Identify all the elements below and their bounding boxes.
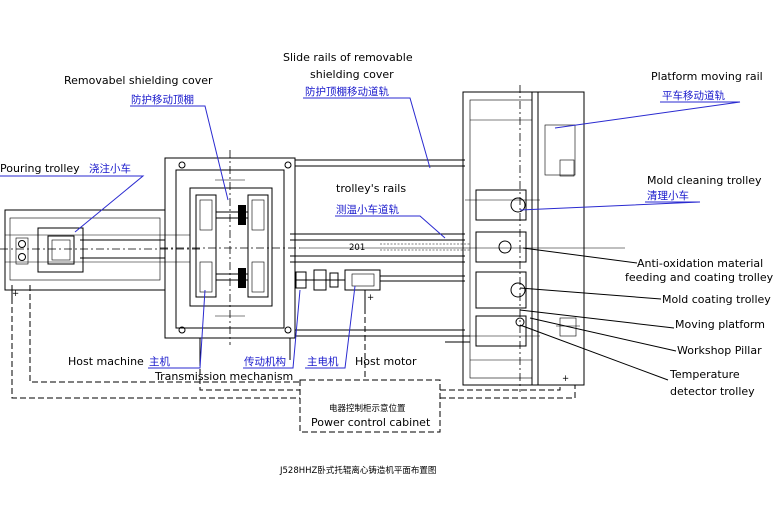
trolley-rails-label-en: trolley's rails [336, 182, 406, 195]
mold-coating-label: Mold coating trolley [662, 293, 771, 306]
pouring-trolley-track [0, 209, 200, 291]
removable-cover-label-cn: 防护移动顶棚 [131, 93, 194, 106]
transmission-mechanism [295, 269, 345, 291]
platform-plus-mark: + [562, 374, 569, 384]
removable-cover-label-en: Removabel shielding cover [64, 74, 213, 87]
power-cabinet-label-cn: 电器控制柜示意位置 [329, 403, 406, 414]
pouring-trolley: + [11, 227, 84, 299]
svg-text:+: + [12, 289, 19, 299]
host-machine-label-cn: 主机 [149, 355, 170, 368]
transmission-label-en: Transmission mechanism [154, 370, 293, 383]
anti-oxidation-label-2: feeding and coating trolley [625, 271, 774, 284]
transmission-label-cn: 传动机构 [244, 355, 286, 368]
host-motor-label-en: Host motor [355, 355, 417, 368]
slide-rails-label-en-1: Slide rails of removable [283, 51, 413, 64]
main-motor-label-cn: 主电机 [307, 355, 339, 368]
host-machine-label-en: Host machine [68, 355, 144, 368]
pouring-trolley-label-cn: 浇注小车 [89, 162, 131, 175]
host-machine [160, 150, 300, 360]
platform-rail-label-en: Platform moving rail [651, 70, 763, 83]
moving-platform-label: Moving platform [675, 318, 765, 331]
control-wiring [11, 285, 576, 399]
host-motor: + [344, 269, 465, 308]
mold-cleaning-label-en: Mold cleaning trolley [647, 174, 762, 187]
diagram-caption: J528HHZ卧式托辊离心铸造机平面布置图 [279, 465, 436, 476]
anti-oxidation-label-1: Anti-oxidation material [637, 257, 763, 270]
temp-detector-label-1: Temperature [669, 368, 740, 381]
mark-201: 201 [349, 243, 365, 253]
power-cabinet-label-en: Power control cabinet [311, 416, 431, 429]
slide-rails-label-en-2: shielding cover [310, 68, 394, 81]
power-control-cabinet [299, 379, 441, 433]
platform-trolleys: + [440, 189, 569, 384]
temp-detector-label-2: detector trolley [670, 385, 755, 398]
slide-rails [295, 159, 465, 337]
leader-lines [0, 97, 741, 381]
pouring-trolley-label-en: Pouring trolley [0, 162, 80, 175]
slide-rails-label-cn: 防护顶棚移动道轨 [305, 85, 389, 98]
trolley-rails [290, 233, 625, 263]
trolley-rails-label-cn: 测温小车道轨 [336, 203, 399, 216]
svg-text:+: + [367, 293, 374, 303]
platform-rail-label-cn: 平车移动道轨 [662, 89, 725, 102]
workshop-pillar-label: Workshop Pillar [677, 344, 762, 357]
mold-cleaning-label-cn: 清理小车 [647, 189, 689, 202]
